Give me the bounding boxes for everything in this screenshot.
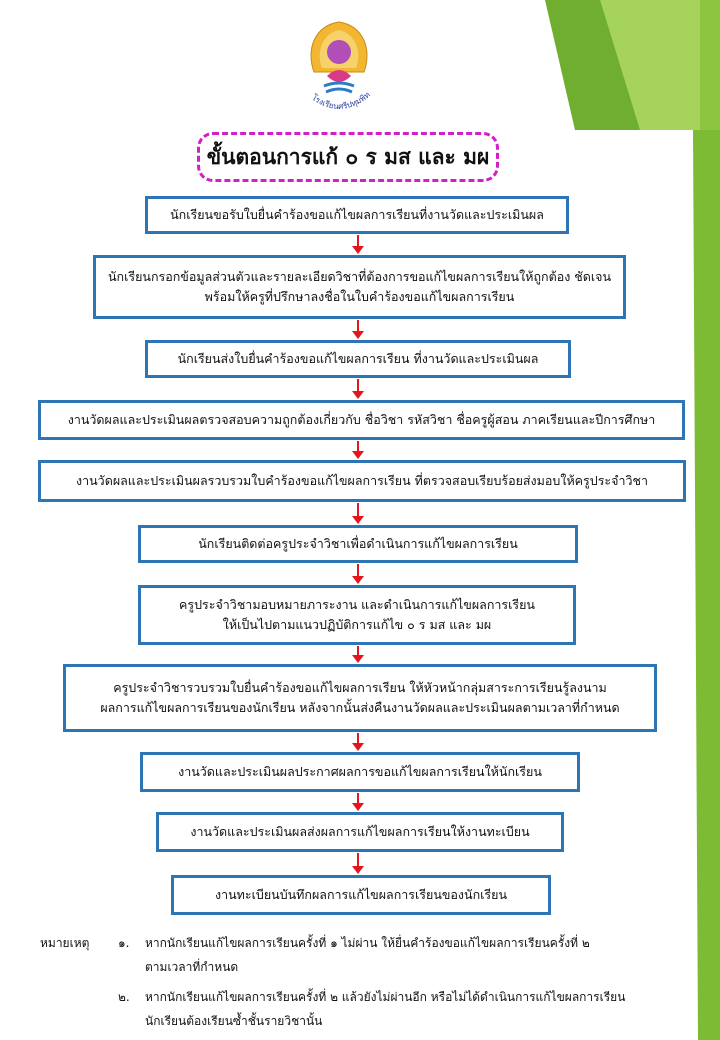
flow-step-2: นักเรียนกรอกข้อมูลส่วนตัวและรายละเอียดวิ… (93, 255, 626, 319)
flow-step-text: ครูประจำวิชารวบรวมใบยื่นคำร้องขอแก้ไขผลก… (113, 680, 607, 695)
down-arrow-icon (352, 793, 364, 811)
flow-step-text: ครูประจำวิชามอบหมายภาระงาน และดำเนินการแ… (179, 597, 535, 612)
flow-step-text: งานทะเบียนบันทึกผลการแก้ไขผลการเรียนของน… (215, 887, 507, 902)
flow-step-text: นักเรียนส่งใบยื่นคำร้องขอแก้ไขผลการเรียน… (177, 351, 539, 366)
flow-step-text: พร้อมให้ครูที่ปรึกษาลงชื่อในใบคำร้องขอแก… (204, 289, 515, 304)
flow-step-text: งานวัดและประเมินผลประกาศผลการขอแก้ไขผลกา… (178, 764, 542, 779)
flow-step-text: ผลการแก้ไขผลการเรียนของนักเรียน หลังจากน… (100, 700, 620, 715)
remark-2-line-2: นักเรียนต้องเรียนซ้ำชั้นรายวิชานั้น (145, 1014, 323, 1028)
flow-step-text: งานวัดผลและประเมินผลตรวจสอบความถูกต้องเก… (67, 412, 656, 427)
flow-step-3: นักเรียนส่งใบยื่นคำร้องขอแก้ไขผลการเรียน… (145, 340, 571, 378)
flow-step-6: นักเรียนติดต่อครูประจำวิชาเพื่อดำเนินการ… (138, 525, 578, 563)
flow-step-text: งานวัดผลและประเมินผลรวบรวมใบคำร้องขอแก้ไ… (76, 473, 648, 488)
flow-step-4: งานวัดผลและประเมินผลตรวจสอบความถูกต้องเก… (38, 400, 685, 440)
down-arrow-icon (352, 320, 364, 339)
flow-step-1: นักเรียนขอรับใบยื่นคำร้องขอแก้ไขผลการเรี… (145, 196, 569, 234)
flow-step-text: นักเรียนติดต่อครูประจำวิชาเพื่อดำเนินการ… (198, 536, 518, 551)
down-arrow-icon (352, 235, 364, 254)
down-arrow-icon (352, 853, 364, 874)
flow-step-11: งานทะเบียนบันทึกผลการแก้ไขผลการเรียนของน… (171, 875, 551, 915)
remark-1-number: ๑. (118, 936, 130, 950)
flow-step-10: งานวัดและประเมินผลส่งผลการแก้ไขผลการเรีย… (156, 812, 564, 852)
flow-step-9: งานวัดและประเมินผลประกาศผลการขอแก้ไขผลกา… (140, 752, 580, 792)
flow-step-text: งานวัดและประเมินผลส่งผลการแก้ไขผลการเรีย… (190, 824, 530, 839)
remark-1-line-1: หากนักเรียนแก้ไขผลการเรียนครั้งที่ ๑ ไม่… (145, 936, 590, 950)
remark-2-number: ๒. (118, 990, 130, 1004)
remark-1-line-2: ตามเวลาที่กำหนด (145, 960, 239, 974)
flow-step-8: ครูประจำวิชารวบรวมใบยื่นคำร้องขอแก้ไขผลก… (63, 664, 657, 732)
down-arrow-icon (352, 379, 364, 399)
page-title: ขั้นตอนการแก้ ๐ ร มส และ มผ (197, 132, 499, 182)
down-arrow-icon (352, 733, 364, 751)
flow-step-text: ให้เป็นไปตามแนวปฏิบัติการแก้ไข ๐ ร มส แล… (222, 617, 492, 632)
down-arrow-icon (352, 503, 364, 524)
down-arrow-icon (352, 646, 364, 663)
flow-step-text: นักเรียนขอรับใบยื่นคำร้องขอแก้ไขผลการเรี… (170, 207, 544, 222)
flow-step-text: นักเรียนกรอกข้อมูลส่วนตัวและรายละเอียดวิ… (107, 269, 612, 284)
down-arrow-icon (352, 564, 364, 584)
remarks-label: หมายเหตุ (40, 936, 90, 950)
flow-step-5: งานวัดผลและประเมินผลรวบรวมใบคำร้องขอแก้ไ… (38, 460, 686, 502)
school-logo: โรงเรียนศรีปทุมพิทยาคม (297, 9, 378, 126)
down-arrow-icon (352, 441, 364, 459)
flow-step-7: ครูประจำวิชามอบหมายภาระงาน และดำเนินการแ… (138, 585, 576, 645)
remark-2-line-1: หากนักเรียนแก้ไขผลการเรียนครั้งที่ ๒ แล้… (145, 990, 626, 1004)
